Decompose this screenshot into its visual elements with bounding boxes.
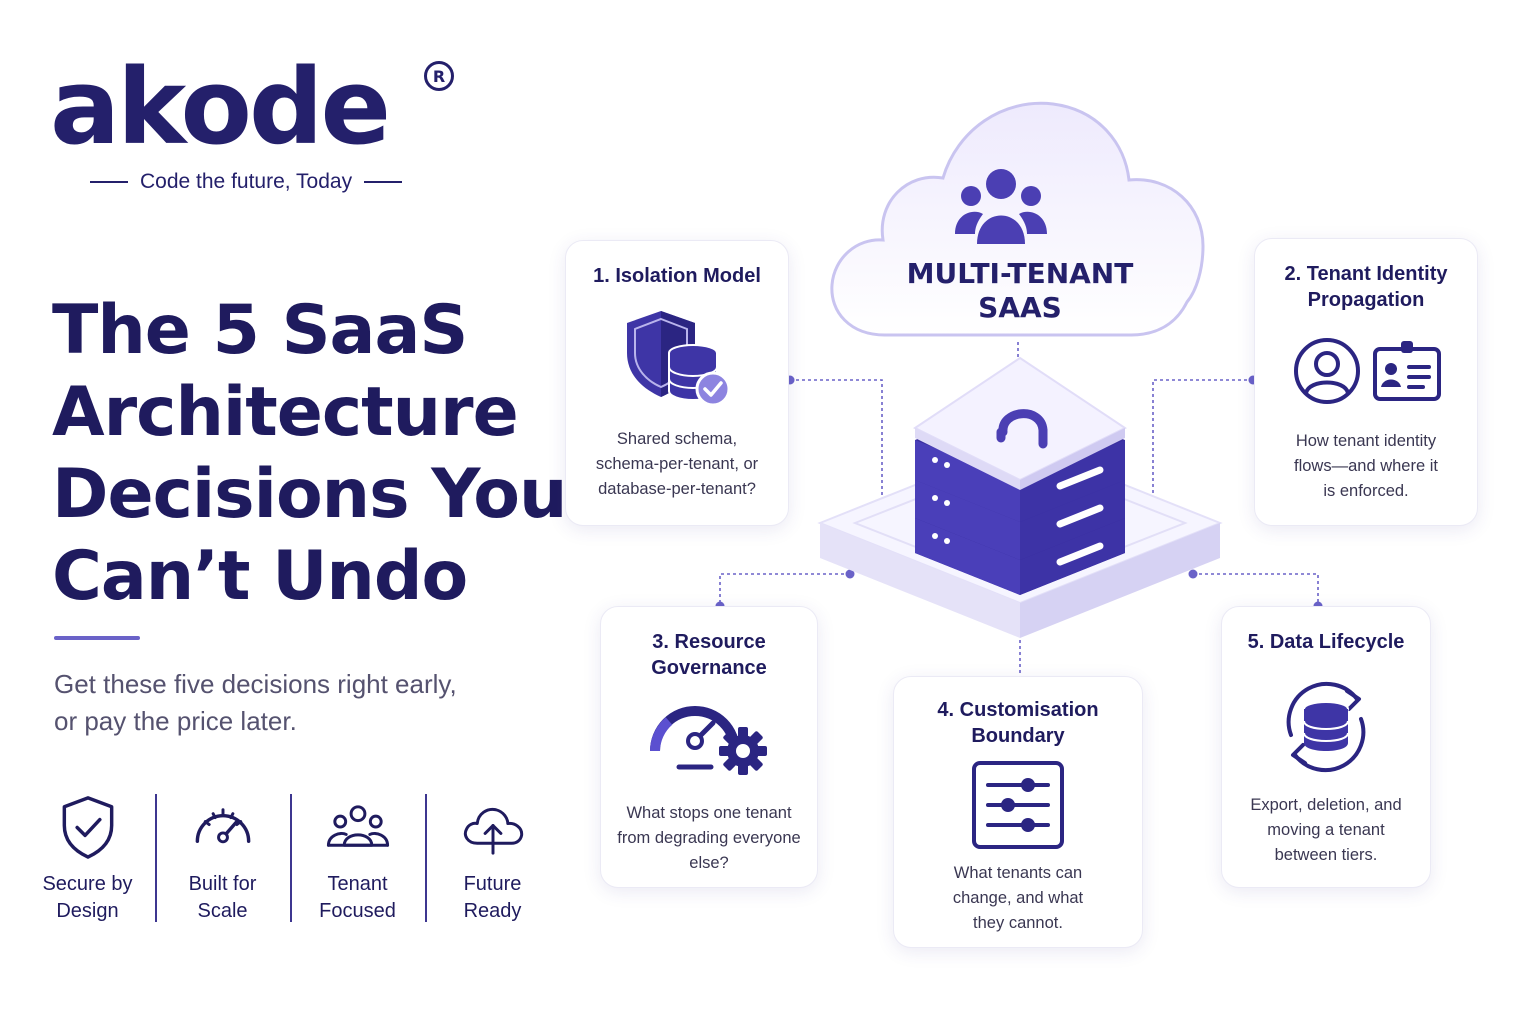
server-stack-icon — [817, 356, 1223, 638]
shield-database-icon — [621, 307, 733, 407]
sliders-icon — [970, 761, 1066, 849]
tagline-rule-right — [364, 181, 403, 183]
logo-wordmark: akode — [50, 46, 391, 168]
team-icon — [326, 805, 389, 847]
brand-logo: akode R Code the future, Today — [50, 55, 470, 205]
database-cycle-icon — [1271, 675, 1381, 779]
title-accent-rule — [54, 636, 140, 640]
title-line-4: Can’t Undo — [52, 537, 468, 616]
card-title: 5. Data Lifecycle — [1247, 631, 1405, 653]
users-group-icon — [955, 169, 1047, 244]
cloud-shape — [830, 101, 1205, 337]
user-id-card-icon — [1291, 335, 1441, 407]
page-title: The 5 SaaS Architecture Decisions You Ca… — [52, 290, 567, 618]
tagline-text: Code the future, Today — [140, 170, 353, 193]
tagline-rule-left — [90, 181, 128, 183]
registered-mark: R — [424, 61, 454, 91]
shield-check-icon — [62, 796, 113, 859]
decision-card-isolation: 1. Isolation Model Shared schema,schema-… — [565, 240, 789, 526]
speedometer-icon — [195, 808, 250, 844]
cloud-upload-icon — [463, 807, 523, 855]
title-line-3: Decisions You — [52, 455, 567, 534]
subtitle-line-1: Get these five decisions right early, — [54, 669, 457, 699]
card-title: 1. Isolation Model — [593, 265, 761, 287]
gauge-gear-icon — [647, 693, 771, 777]
brand-tagline: Code the future, Today — [90, 170, 420, 194]
title-line-2: Architecture — [52, 373, 519, 452]
title-line-1: The 5 SaaS — [52, 291, 468, 370]
subtitle: Get these five decisions right early, or… — [54, 666, 524, 740]
subtitle-line-2: or pay the price later. — [54, 706, 297, 736]
